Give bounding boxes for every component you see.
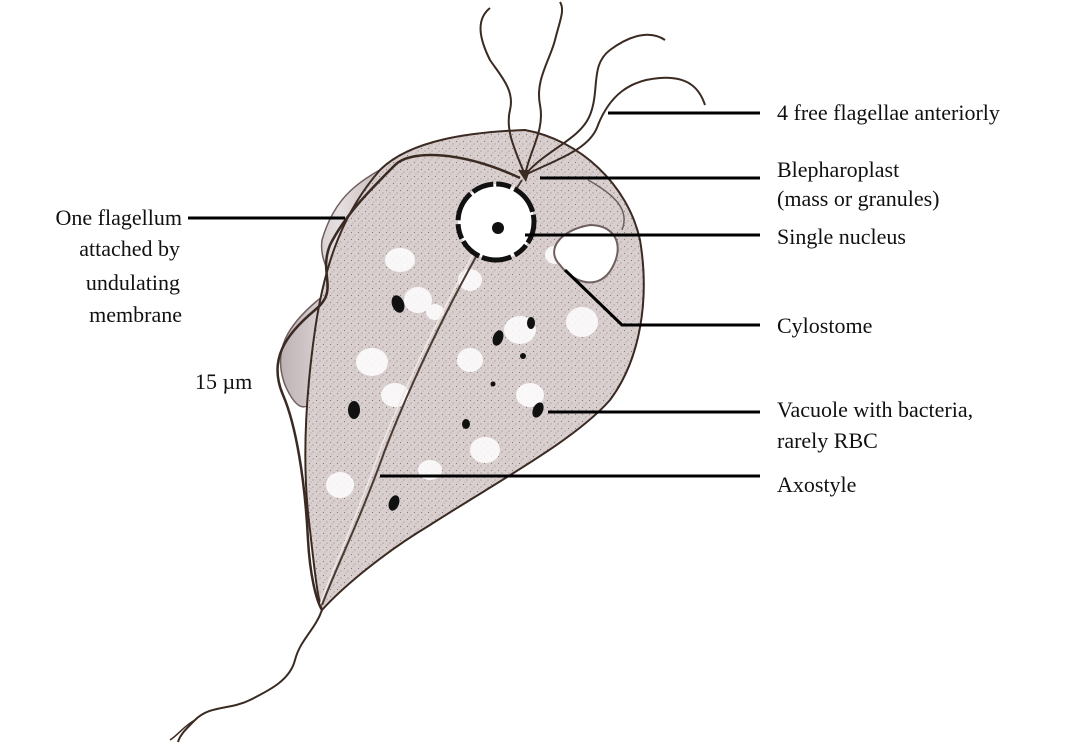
- label-nucleus: Single nucleus: [777, 222, 906, 251]
- label-undulating-line2: attached by: [0, 234, 180, 263]
- label-blepharoplast-detail: (mass or granules): [777, 184, 940, 213]
- label-vacuole: Vacuole with bacteria,: [777, 395, 973, 424]
- label-undulating-line1: One flagellum: [0, 203, 182, 232]
- free-flagellae: [481, 2, 705, 175]
- label-cytostome: Cylostome: [777, 311, 872, 340]
- nucleus: [458, 184, 534, 260]
- label-scale: 15 µm: [195, 367, 252, 396]
- label-vacuole-detail: rarely RBC: [777, 426, 878, 455]
- label-blepharoplast: Blepharoplast: [777, 155, 899, 184]
- label-axostyle: Axostyle: [777, 470, 856, 499]
- label-free-flagellae: 4 free flagellae anteriorly: [777, 98, 1000, 127]
- label-undulating-line4: membrane: [0, 300, 182, 329]
- label-undulating-line3: undulating: [0, 268, 180, 297]
- trailing-flagellum: [178, 610, 322, 742]
